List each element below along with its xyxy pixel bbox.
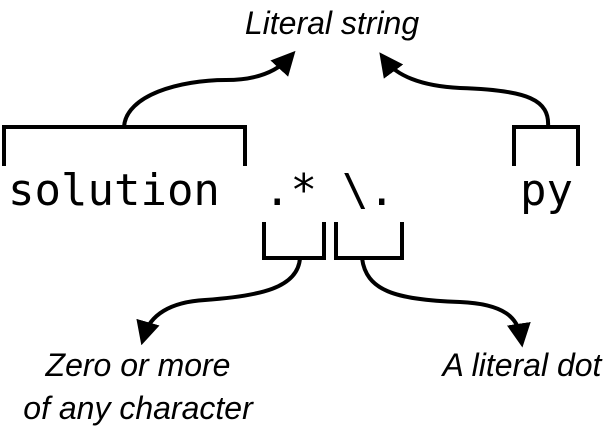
- arrow-py-to-literal-string: [379, 52, 551, 128]
- label-zero-or-more-line1: Zero or more: [45, 347, 231, 383]
- token-solution: solution: [8, 165, 220, 216]
- label-literal-dot: A literal dot: [441, 347, 603, 383]
- label-zero-or-more-line2: of any character: [23, 390, 254, 426]
- token-py: py: [520, 165, 573, 216]
- bracket-dot-star: [262, 222, 326, 260]
- bracket-escaped-dot: [334, 222, 404, 260]
- label-literal-string: Literal string: [245, 5, 420, 41]
- bracket-py: [512, 125, 580, 166]
- bracket-solution: [2, 125, 247, 166]
- arrow-solution-to-literal-string: [122, 50, 296, 128]
- arrow-escaped-dot-to-label: [360, 257, 531, 348]
- token-dot-star: .*: [264, 165, 317, 216]
- token-escaped-dot: \.: [342, 165, 395, 216]
- arrow-dot-star-to-label: [136, 257, 302, 346]
